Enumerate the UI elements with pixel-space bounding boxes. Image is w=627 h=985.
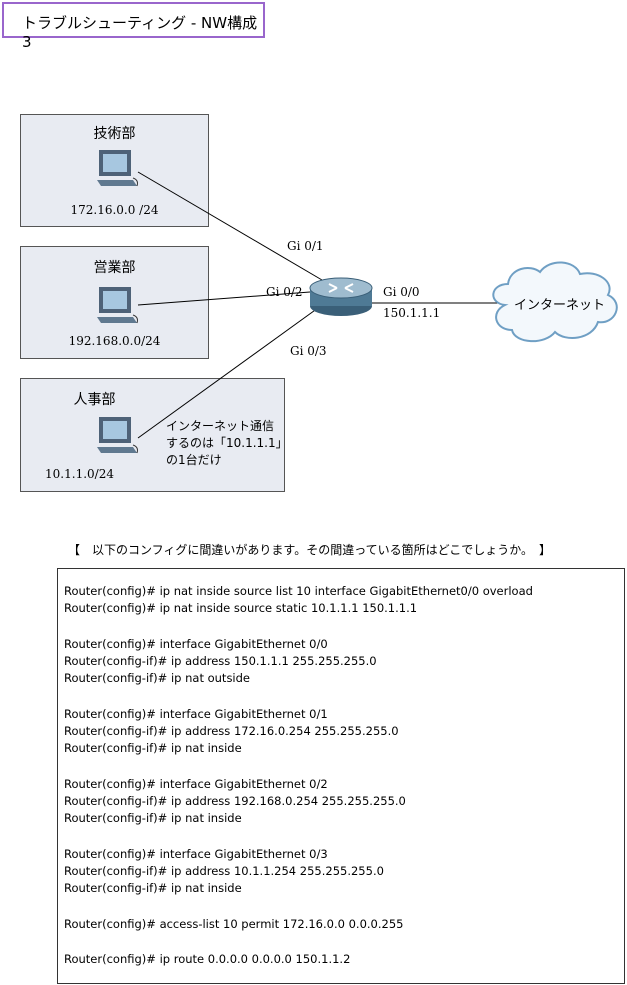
- cloud-icon: [492, 261, 618, 343]
- label-gi02: Gi 0/2: [266, 285, 303, 299]
- config-line: Router(config-if)# ip address 10.1.1.254…: [64, 864, 384, 878]
- config-line: Router(config)# interface GigabitEtherne…: [64, 847, 328, 861]
- config-line: Router(config-if)# ip nat inside: [64, 881, 242, 895]
- dept-network: 172.16.0.0 /24: [70, 203, 159, 217]
- config-line: Router(config-if)# ip nat inside: [64, 811, 242, 825]
- pc-icon: [97, 287, 138, 324]
- label-gi00: Gi 0/0: [383, 285, 420, 299]
- config-line: Router(config)# interface GigabitEtherne…: [64, 707, 328, 721]
- link-gi02: [137, 291, 311, 306]
- config-line: Router(config-if)# ip nat inside: [64, 741, 242, 755]
- label-gi03: Gi 0/3: [290, 344, 327, 358]
- link-gi01: [137, 171, 323, 281]
- link-gi03: [137, 307, 319, 439]
- dept-name: 技術部: [93, 126, 136, 142]
- config-line: Router(config-if)# ip nat outside: [64, 671, 251, 685]
- dept-network: 10.1.1.0/24: [45, 467, 114, 481]
- config-line: Router(config)# ip nat inside source lis…: [64, 584, 533, 598]
- page-title: トラブルシューティング - NW構成 3: [22, 14, 258, 51]
- question-text: 【 以下のコンフィグに間違いがあります。その間違っている箇所はどこでしょうか。 …: [68, 543, 552, 557]
- config-line: Router(config-if)# ip address 172.16.0.2…: [64, 724, 399, 738]
- pc-icon: [97, 417, 138, 454]
- dept-name: 営業部: [93, 260, 136, 276]
- config-line: Router(config-if)# ip address 192.168.0.…: [64, 794, 406, 808]
- pc-icon: [97, 150, 138, 187]
- router-ip: 150.1.1.1: [383, 306, 441, 320]
- config-line: Router(config-if)# ip address 150.1.1.1 …: [64, 654, 377, 668]
- dept-box-engineering: 技術部 172.16.0.0 /24: [20, 114, 209, 227]
- title-box: トラブルシューティング - NW構成 3: [2, 2, 265, 51]
- label-gi01: Gi 0/1: [287, 239, 324, 253]
- config-line: Router(config)# interface GigabitEtherne…: [64, 637, 328, 651]
- config-line: Router(config)# access-list 10 permit 17…: [64, 917, 404, 931]
- config-line: Router(config)# ip route 0.0.0.0 0.0.0.0…: [64, 952, 351, 966]
- dept-box-hr: 人事部 10.1.1.0/24: [20, 378, 285, 492]
- config-line: Router(config)# interface GigabitEtherne…: [64, 777, 328, 791]
- internet-label: インターネット: [514, 298, 606, 313]
- config-box: Router(config)# ip nat inside source lis…: [57, 568, 625, 984]
- dept-network: 192.168.0.0/24: [68, 334, 161, 348]
- config-line: Router(config)# ip nat inside source sta…: [64, 601, 418, 615]
- router-icon: [309, 277, 373, 316]
- dept-name: 人事部: [73, 392, 116, 408]
- hr-note: インターネット通信 するのは「10.1.1.1」 の1台だけ: [166, 419, 288, 467]
